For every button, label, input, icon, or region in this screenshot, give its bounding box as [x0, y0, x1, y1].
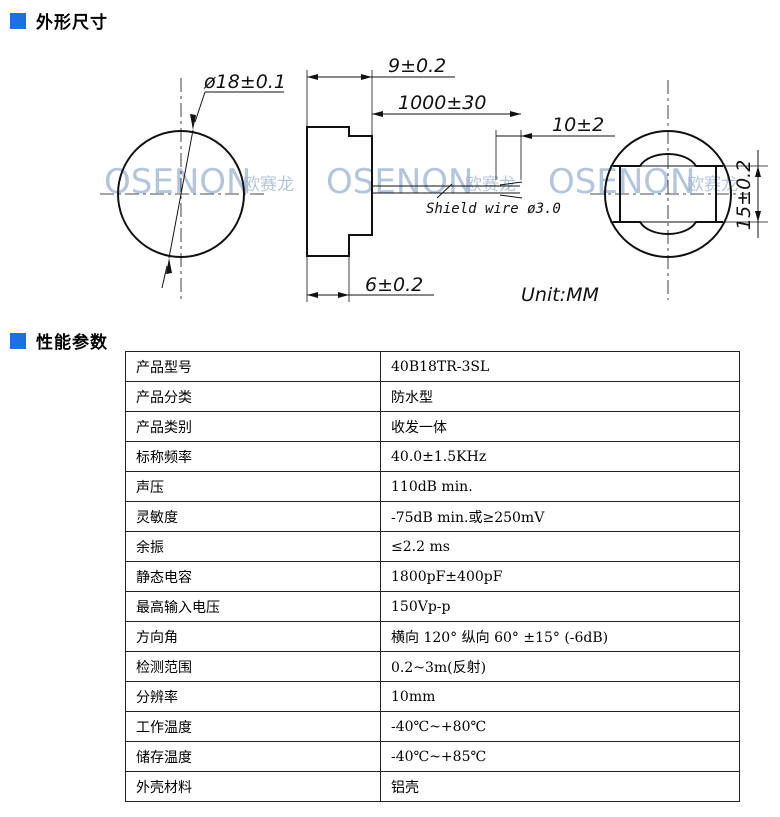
spec-key: 产品分类 — [125, 381, 381, 412]
spec-key: 分辨率 — [125, 681, 381, 712]
base-label: 6±0.2 — [365, 274, 423, 296]
wire-label: Shield wire ø3.0 — [426, 201, 561, 217]
spec-key: 外壳材料 — [125, 771, 381, 802]
dimensions-section-header: 外形尺寸 — [10, 8, 108, 33]
performance-section-header: 性能参数 — [10, 328, 108, 353]
spec-key: 标称频率 — [125, 441, 381, 472]
spec-key: 声压 — [125, 471, 381, 502]
table-row: 储存温度-40℃~+85℃ — [125, 741, 740, 772]
spec-value: 1800pF±400pF — [380, 561, 740, 592]
watermark-brand-1: OSENON — [104, 162, 251, 202]
thickness-label: 9±0.2 — [388, 55, 446, 77]
spec-value: 10mm — [380, 681, 740, 712]
table-row: 余振≤2.2 ms — [125, 531, 740, 562]
spec-value: -75dB min.或≥250mV — [380, 501, 740, 532]
wire-length-label: 1000±30 — [398, 92, 486, 114]
spec-value: -40℃~+80℃ — [380, 711, 740, 742]
spec-key: 检测范围 — [125, 651, 381, 682]
spec-value: 铝壳 — [380, 771, 740, 802]
dimensions-title: 外形尺寸 — [36, 13, 108, 33]
blue-square-icon — [10, 332, 26, 349]
back-view — [590, 80, 768, 300]
table-row: 外壳材料铝壳 — [125, 771, 740, 802]
table-row: 方向角横向 120° 纵向 60° ±15° (-6dB) — [125, 621, 740, 652]
spec-value: ≤2.2 ms — [380, 531, 740, 562]
spec-key: 产品类别 — [125, 411, 381, 442]
spec-value: 40B18TR-3SL — [380, 351, 740, 382]
spec-key: 静态电容 — [125, 561, 381, 592]
watermark-cn-3: 欧赛龙 — [687, 174, 738, 195]
watermark-brand-3: OSENON — [548, 162, 695, 202]
front-view — [100, 78, 284, 300]
table-row: 工作温度-40℃~+80℃ — [125, 711, 740, 742]
width-label: 15±0.2 — [733, 160, 755, 230]
dimension-drawing: OSENON 欧赛龙 OSENON 欧赛龙 OSENON 欧赛龙 ø18±0.1 — [100, 55, 768, 306]
watermark: OSENON 欧赛龙 OSENON 欧赛龙 OSENON 欧赛龙 — [104, 162, 738, 202]
watermark-cn-1: 欧赛龙 — [243, 174, 294, 195]
width-arrows — [755, 166, 761, 222]
unit-label: Unit:MM — [521, 284, 599, 306]
spec-value: 110dB min. — [380, 471, 740, 502]
spec-key: 余振 — [125, 531, 381, 562]
spec-key: 储存温度 — [125, 741, 381, 772]
spec-key: 最高输入电压 — [125, 591, 381, 622]
blue-square-icon — [10, 12, 26, 29]
table-row: 灵敏度-75dB min.或≥250mV — [125, 501, 740, 532]
spec-value: 横向 120° 纵向 60° ±15° (-6dB) — [380, 621, 740, 652]
dimension-arrows — [307, 74, 532, 298]
spec-value: 150Vp-p — [380, 591, 740, 622]
diameter-label: ø18±0.1 — [203, 71, 286, 93]
watermark-cn-2: 欧赛龙 — [465, 174, 516, 195]
spec-value: 收发一体 — [380, 411, 740, 442]
spec-key: 工作温度 — [125, 711, 381, 742]
table-row: 产品类别收发一体 — [125, 411, 740, 442]
spec-key: 方向角 — [125, 621, 381, 652]
spec-value: 0.2~3m(反射) — [380, 651, 740, 682]
spec-key: 产品型号 — [125, 351, 381, 382]
spec-value: -40℃~+85℃ — [380, 741, 740, 772]
watermark-brand-2: OSENON — [326, 162, 473, 202]
strip-length-label: 10±2 — [552, 114, 604, 136]
performance-title: 性能参数 — [36, 333, 108, 353]
spec-value: 防水型 — [380, 381, 740, 412]
spec-key: 灵敏度 — [125, 501, 381, 532]
spec-value: 40.0±1.5KHz — [380, 441, 740, 472]
table-row: 产品分类防水型 — [125, 381, 740, 412]
